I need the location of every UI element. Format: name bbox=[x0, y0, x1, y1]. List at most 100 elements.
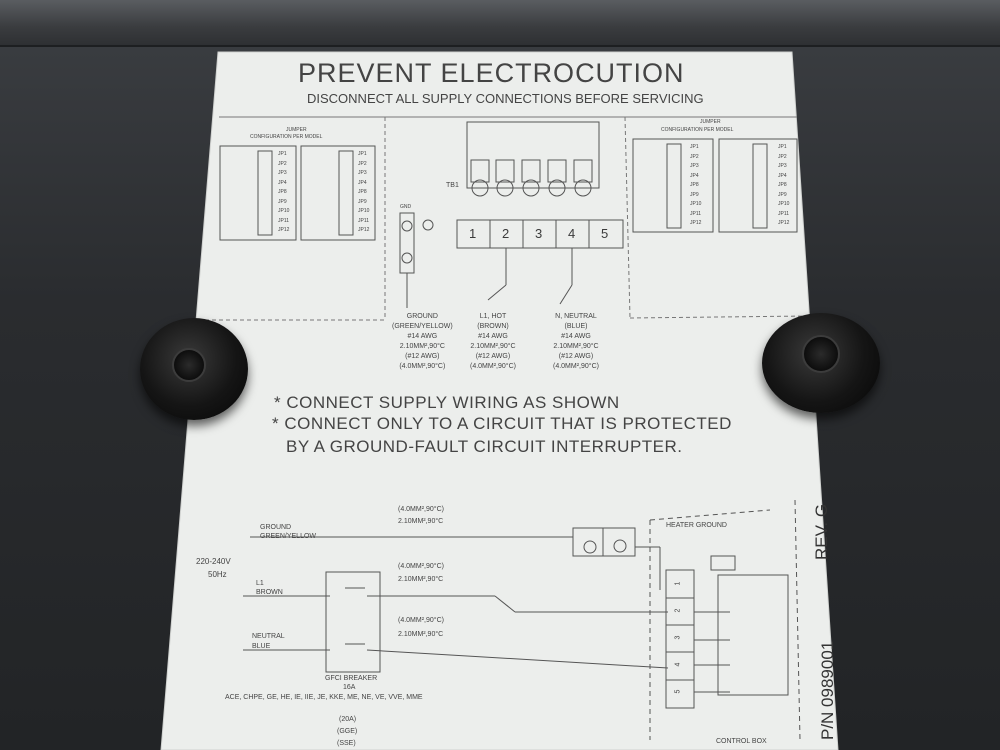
jumper-heading-right-2: CONFIGURATION PER MODEL bbox=[661, 127, 734, 133]
spec-line: 2.10MM²,90°C bbox=[470, 343, 516, 350]
control-box-terminal-strip bbox=[665, 569, 695, 709]
wire-neutral-color: BLUE bbox=[252, 643, 271, 650]
spec-line: (GREEN/YELLOW) bbox=[392, 323, 453, 330]
jumper-list-left-b: JP1 JP2 JP3 JP4 JP8 JP9 JP10 JP11 JP12 bbox=[358, 150, 369, 236]
tb1-label: TB1 bbox=[446, 182, 459, 189]
jumper-label: JP10 bbox=[278, 208, 290, 214]
jumper-heading-left-1: JUMPER bbox=[286, 127, 307, 133]
model-gge: (GGE) bbox=[337, 728, 358, 735]
terminal-3: 3 bbox=[535, 226, 543, 241]
gnd-label: GND bbox=[400, 204, 412, 210]
label-subtitle: DISCONNECT ALL SUPPLY CONNECTIONS BEFORE… bbox=[307, 91, 704, 106]
spa-lid-edge bbox=[0, 0, 1000, 47]
wire-l1-color: BROWN bbox=[256, 589, 283, 596]
jumper-label: JP1 bbox=[278, 151, 287, 157]
jumper-label: JP9 bbox=[690, 191, 699, 198]
spec-line: 2.10MM²,90°C bbox=[553, 343, 599, 350]
jumper-label: JP9 bbox=[358, 198, 367, 205]
spec-line: (BLUE) bbox=[564, 323, 588, 330]
jumper-label: JP9 bbox=[778, 191, 787, 198]
jumper-table-right-b bbox=[718, 138, 798, 233]
tb1-relay-block bbox=[466, 121, 600, 189]
jumper-label: JP3 bbox=[690, 163, 699, 169]
jumper-heading-right-1: JUMPER bbox=[700, 119, 721, 125]
label-title: PREVENT ELECTROCUTION bbox=[298, 58, 685, 88]
spec-line: #14 AWG bbox=[407, 333, 438, 340]
label-sheet bbox=[160, 51, 839, 750]
jumper-list-right-b: JP1 JP2 JP3 JP4 JP8 JP9 JP10 JP11 JP12 bbox=[778, 143, 789, 229]
spec-line: N, NEUTRAL bbox=[555, 313, 597, 320]
wire-neutral-label: NEUTRAL bbox=[252, 633, 285, 640]
jumper-label: JP4 bbox=[358, 179, 367, 186]
jumper-label: JP10 bbox=[358, 208, 370, 214]
hot-spec: L1, HOT (BROWN) #14 AWG 2.10MM²,90°C (#1… bbox=[470, 312, 516, 372]
jumper-label: JP8 bbox=[358, 189, 367, 195]
control-box-relays bbox=[717, 574, 789, 696]
strip-terminal-5: 5 bbox=[674, 689, 682, 694]
part-number: P/N 0989001 bbox=[818, 640, 837, 740]
jumper-label: JP2 bbox=[278, 160, 287, 167]
l1-spec-2mm: 2.10MM²,90°C bbox=[398, 576, 444, 583]
jumper-label: JP4 bbox=[778, 172, 787, 179]
spec-line: L1, HOT bbox=[479, 313, 507, 320]
strip-terminal-4: 4 bbox=[674, 662, 682, 667]
jumper-label: JP1 bbox=[358, 151, 367, 157]
spec-line: #14 AWG bbox=[478, 333, 508, 340]
strip-terminal-3: 3 bbox=[674, 635, 682, 640]
jumper-label: JP8 bbox=[690, 182, 699, 188]
revision: REV. G bbox=[812, 503, 831, 560]
jumper-label: JP11 bbox=[690, 210, 702, 217]
neutral-spec-2mm: 2.10MM²,90°C bbox=[398, 631, 444, 638]
wire-ground-label: GROUND bbox=[260, 524, 292, 531]
spec-line: (#12 AWG) bbox=[475, 353, 511, 360]
jumper-label: JP2 bbox=[690, 153, 699, 160]
jumper-label: JP8 bbox=[278, 189, 287, 195]
spec-line: #14 AWG bbox=[561, 333, 591, 340]
spec-line: (4.0MM²,90°C) bbox=[399, 363, 446, 370]
jumper-label: JP3 bbox=[278, 170, 287, 176]
gfci-breaker-box bbox=[325, 571, 381, 673]
jumper-label: JP3 bbox=[778, 163, 787, 169]
spec-line: (BROWN) bbox=[477, 323, 509, 330]
ground-spec-4mm: (4.0MM²,90°C) bbox=[398, 506, 444, 513]
spec-line: (#12 AWG) bbox=[558, 353, 594, 360]
jumper-heading-left-2: CONFIGURATION PER MODEL bbox=[250, 134, 323, 140]
models-list: ACE, CHPE, GE, HE, IE, IIE, JE, KKE, ME,… bbox=[225, 694, 423, 701]
warning-line-2: * CONNECT ONLY TO A CIRCUIT THAT IS PROT… bbox=[272, 414, 732, 433]
terminal-2: 2 bbox=[502, 226, 510, 241]
jumper-label: JP1 bbox=[690, 144, 699, 150]
jumper-label: JP3 bbox=[358, 170, 367, 176]
neutral-spec-4mm: (4.0MM²,90°C) bbox=[398, 617, 444, 624]
neutral-spec: N, NEUTRAL (BLUE) #14 AWG 2.10MM²,90°C (… bbox=[553, 312, 599, 372]
ground-spec: GROUND (GREEN/YELLOW) #14 AWG 2.10MM²,90… bbox=[392, 312, 453, 372]
warning-line-1: * CONNECT SUPPLY WIRING AS SHOWN bbox=[274, 393, 620, 412]
jumper-label: JP12 bbox=[778, 220, 790, 226]
jumper-label: JP4 bbox=[278, 179, 287, 186]
jumper-label: JP8 bbox=[778, 182, 787, 188]
jumper-label: JP11 bbox=[278, 217, 290, 224]
jumper-table-left-a bbox=[219, 145, 297, 241]
spec-line: (#12 AWG) bbox=[405, 353, 440, 360]
supply-frequency: 50Hz bbox=[208, 570, 227, 579]
jumper-label: JP11 bbox=[778, 210, 790, 217]
jumper-label: JP1 bbox=[778, 144, 787, 150]
model-sse: (SSE) bbox=[337, 740, 356, 747]
strip-terminal-1: 1 bbox=[674, 581, 682, 586]
control-box-label: CONTROL BOX bbox=[716, 738, 767, 745]
terminal-4: 4 bbox=[568, 226, 576, 241]
spec-line: GROUND bbox=[406, 313, 438, 320]
l1-spec-4mm: (4.0MM²,90°C) bbox=[398, 563, 444, 570]
jumper-label: JP2 bbox=[778, 153, 787, 160]
terminal-1: 1 bbox=[469, 226, 477, 241]
spec-line: (4.0MM²,90°C) bbox=[553, 363, 599, 370]
supply-voltage: 220-240V bbox=[196, 557, 231, 566]
spec-line: 2.10MM²,90°C bbox=[399, 343, 445, 350]
jumper-label: JP4 bbox=[690, 172, 699, 179]
wire-ground-color: GREEN/YELLOW bbox=[260, 533, 317, 540]
strip-terminal-2: 2 bbox=[674, 608, 682, 613]
right-lid-knob bbox=[762, 313, 880, 413]
jumper-list-right-a: JP1 JP2 JP3 JP4 JP8 JP9 JP10 JP11 JP12 bbox=[690, 143, 701, 229]
jumper-label: JP12 bbox=[690, 220, 702, 226]
